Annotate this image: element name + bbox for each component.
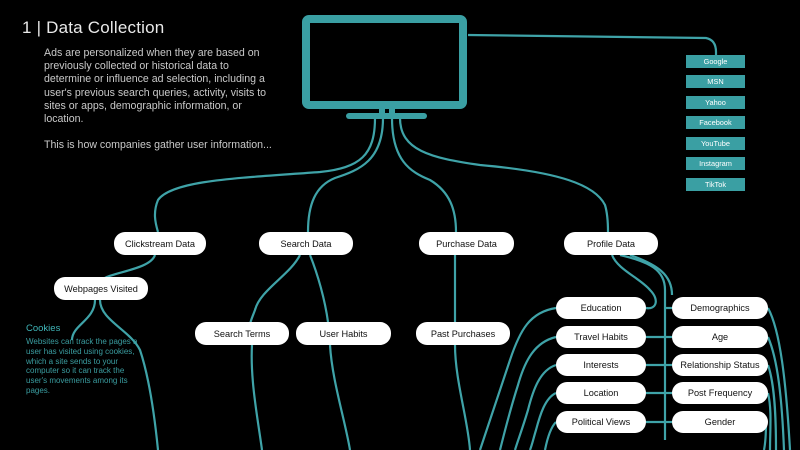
node-post-frequency: Post Frequency <box>672 382 768 404</box>
node-political-views: Political Views <box>556 411 646 433</box>
cookies-description: Websites can track the pages a user has … <box>26 337 138 395</box>
site-facebook: Facebook <box>686 116 745 129</box>
site-tiktok: TikTok <box>686 178 745 191</box>
intro-text: Ads are personalized when they are based… <box>44 47 274 165</box>
category-purchase-data: Purchase Data <box>419 232 514 255</box>
intro-paragraph: This is how companies gather user inform… <box>44 139 272 152</box>
node-travel-habits: Travel Habits <box>556 326 646 348</box>
node-interests: Interests <box>556 354 646 376</box>
node-user-habits: User Habits <box>296 322 391 345</box>
monitor-icon <box>302 15 467 119</box>
site-instagram: Instagram <box>686 157 745 170</box>
node-relationship-status: Relationship Status <box>672 354 768 376</box>
node-demographics: Demographics <box>672 297 768 319</box>
node-education: Education <box>556 297 646 319</box>
page-title: 1 | Data Collection <box>22 18 165 37</box>
site-youtube: YouTube <box>686 137 745 150</box>
site-msn: MSN <box>686 75 745 88</box>
site-google: Google <box>686 55 745 68</box>
category-clickstream-data: Clickstream Data <box>114 232 206 255</box>
node-location: Location <box>556 382 646 404</box>
node-search-terms: Search Terms <box>195 322 289 345</box>
category-profile-data: Profile Data <box>564 232 658 255</box>
node-webpages-visited: Webpages Visited <box>54 277 148 300</box>
node-gender: Gender <box>672 411 768 433</box>
cookies-title: Cookies <box>26 323 61 334</box>
node-age: Age <box>672 326 768 348</box>
intro-paragraph: Ads are personalized when they are based… <box>44 47 267 126</box>
category-search-data: Search Data <box>259 232 353 255</box>
site-yahoo: Yahoo <box>686 96 745 109</box>
node-past-purchases: Past Purchases <box>416 322 510 345</box>
